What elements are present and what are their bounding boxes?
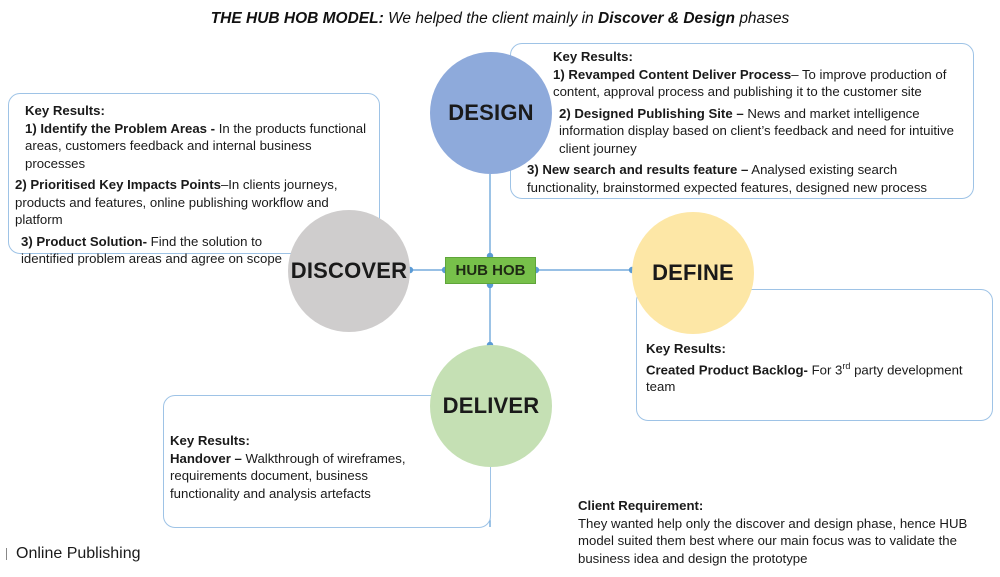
client-requirement-text: They wanted help only the discover and d…: [578, 515, 968, 566]
define-circle: DEFINE: [632, 212, 754, 334]
title-bold2: Discover & Design: [598, 10, 735, 27]
define-results-heading: Key Results:: [646, 341, 726, 356]
design-result-2-lead: 2) Designed Publishing Site –: [559, 105, 744, 121]
design-results-heading: Key Results:: [553, 49, 633, 64]
diagram-title: THE HUB HOB MODEL: We helped the client …: [0, 10, 1000, 28]
discover-circle: DISCOVER: [288, 210, 410, 332]
discover-result-3-lead: 3) Product Solution-: [21, 233, 148, 249]
client-requirement-heading: Client Requirement:: [578, 498, 704, 513]
deliver-circle: DELIVER: [430, 345, 552, 467]
define-result-1-text-b: party development team: [646, 361, 963, 395]
footer-label: Online Publishing: [16, 545, 141, 562]
design-result-3-text: Analysed existing search functionality, …: [527, 162, 928, 195]
deliver-label: DELIVER: [442, 393, 540, 418]
title-end: phases: [739, 10, 790, 27]
define-label: DEFINE: [652, 260, 734, 285]
design-result-1-text: – To improve production of content, appr…: [553, 66, 947, 100]
discover-result-1-text: In the products functional areas, custom…: [25, 120, 367, 171]
title-bold: THE HUB HOB MODEL:: [210, 10, 384, 27]
discover-result-2-lead: 2) Prioritised Key Impacts Points: [15, 177, 221, 192]
design-result-1-lead: 1) Revamped Content Deliver Process: [553, 66, 792, 82]
discover-label: DISCOVER: [290, 258, 408, 283]
design-results-box: Key Results: 1) Revamped Content Deliver…: [510, 43, 974, 199]
design-result-2-text: News and market intelligence information…: [559, 105, 954, 156]
footer-divider: [6, 548, 7, 560]
discover-result-2-text: –In clients journeys, products and featu…: [15, 177, 338, 227]
deliver-result-1-text: Walkthrough of wireframes, requirements …: [170, 450, 406, 501]
define-result-1-sup: rd: [842, 360, 851, 371]
define-result-1-text-a: For 3: [807, 361, 843, 377]
design-label: DESIGN: [448, 100, 534, 125]
discover-results-heading: Key Results:: [25, 103, 105, 118]
deliver-result-1-lead: Handover –: [170, 450, 242, 466]
hub-hob-center: HUB HOB: [445, 257, 536, 284]
discover-result-3-text: Find the solution to identified problem …: [21, 233, 282, 267]
title-mid: We helped the client mainly in: [388, 10, 594, 27]
hub-hob-label: HUB HOB: [455, 262, 526, 279]
discover-result-1-lead: 1) Identify the Problem Areas -: [25, 120, 216, 136]
design-circle: DESIGN: [430, 52, 552, 174]
client-requirement: Client Requirement: They wanted help onl…: [578, 497, 988, 567]
discover-results-box: Key Results: 1) Identify the Problem Are…: [8, 93, 380, 266]
design-result-3-lead: 3) New search and results feature –: [527, 162, 749, 177]
deliver-results-heading: Key Results:: [170, 433, 250, 448]
define-result-1-lead: Created Product Backlog-: [646, 361, 808, 377]
